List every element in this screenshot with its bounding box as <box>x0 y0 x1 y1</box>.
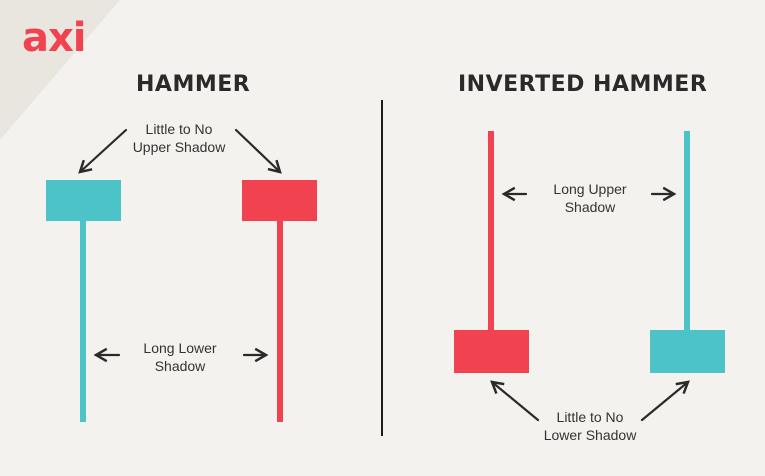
inverted-hammer-title: INVERTED HAMMER <box>458 72 708 97</box>
arrow-to-inverted-teal-bottom <box>640 380 690 422</box>
hammer-title: HAMMER <box>136 72 251 97</box>
hammer-lower-shadow-label: Long Lower Shadow <box>128 339 232 375</box>
bullish-inverted-hammer-upper-wick <box>684 131 690 331</box>
axi-logo: axi <box>22 15 87 61</box>
inverted-upper-shadow-label: Long Upper Shadow <box>540 180 640 216</box>
label-line: Long Lower <box>143 340 217 356</box>
panel-divider <box>381 100 383 436</box>
label-line: Little to No <box>145 121 213 137</box>
bearish-hammer-body <box>242 180 317 221</box>
bullish-inverted-hammer-body <box>650 330 725 373</box>
hammer-upper-shadow-label: Little to No Upper Shadow <box>120 120 238 156</box>
arrow-to-hammer-teal-top <box>78 128 128 174</box>
label-line: Little to No <box>556 409 624 425</box>
bearish-inverted-hammer-upper-wick <box>488 131 494 331</box>
label-line: Upper Shadow <box>132 139 226 155</box>
label-line: Lower Shadow <box>543 427 637 443</box>
bearish-hammer-lower-wick <box>277 220 283 422</box>
label-line: Shadow <box>154 358 206 374</box>
bearish-inverted-hammer-body <box>454 330 529 373</box>
arrow-to-inverted-red-bottom <box>490 380 540 422</box>
bullish-hammer-body <box>46 180 121 221</box>
bullish-hammer-lower-wick <box>80 220 86 422</box>
label-line: Long Upper <box>553 181 627 197</box>
label-line: Shadow <box>564 199 616 215</box>
inverted-lower-shadow-label: Little to No Lower Shadow <box>530 408 650 444</box>
arrow-to-hammer-red-top <box>234 128 282 174</box>
